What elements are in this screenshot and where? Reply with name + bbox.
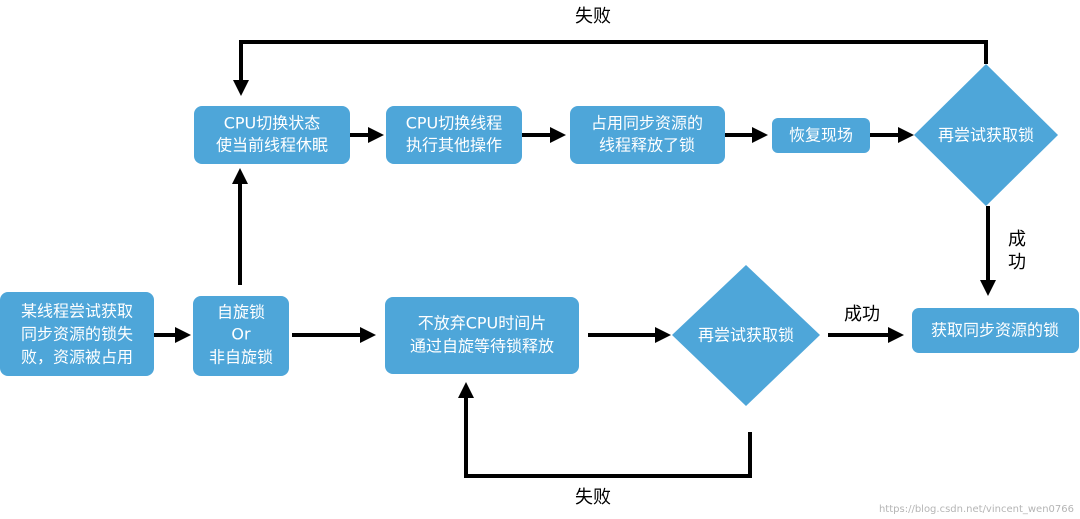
node-spin-wait-line-1: 不放弃CPU时间片 <box>418 314 547 333</box>
node-acquired: 获取同步资源的锁 <box>912 308 1079 353</box>
node-cpu-sleep-line-1: CPU切换状态 <box>224 114 321 133</box>
node-lock-type-line-3: 非自旋锁 <box>209 348 273 367</box>
connectors <box>154 40 996 478</box>
node-spin-wait-line-2: 通过自旋等待锁释放 <box>410 337 554 356</box>
label-success-bottom: 成功 <box>844 304 880 325</box>
node-retry-top: 再尝试获取锁 <box>914 64 1058 206</box>
node-spin-wait: 不放弃CPU时间片 通过自旋等待锁释放 <box>385 297 579 374</box>
node-acquired-line-1: 获取同步资源的锁 <box>931 321 1059 340</box>
node-lock-type-line-1: 自旋锁 <box>217 303 265 322</box>
node-lock-type-line-2: Or <box>231 325 251 344</box>
arrow-retry-bottom-fail-loop <box>458 382 752 478</box>
node-start-line-3: 败，资源被占用 <box>21 348 133 367</box>
node-restore-line-1: 恢复现场 <box>789 126 853 145</box>
node-release: 占用同步资源的 线程释放了锁 <box>570 106 725 164</box>
label-success-top-1: 成 <box>1008 229 1026 250</box>
node-cpu-sleep-line-2: 使当前线程休眠 <box>216 136 328 155</box>
node-release-line-1: 占用同步资源的 <box>591 114 703 133</box>
node-cpu-switch-line-2: 执行其他操作 <box>406 136 502 155</box>
label-fail-bottom: 失败 <box>575 487 611 508</box>
watermark: https://blog.csdn.net/vincent_wen0766 <box>878 504 1074 515</box>
label-success-top-2: 功 <box>1008 252 1026 273</box>
node-cpu-sleep: CPU切换状态 使当前线程休眠 <box>194 106 350 164</box>
node-start: 某线程尝试获取 同步资源的锁失 败，资源被占用 <box>0 292 154 376</box>
node-retry-top-line-1: 再尝试获取锁 <box>938 126 1034 145</box>
label-fail-top: 失败 <box>575 6 611 27</box>
node-cpu-switch: CPU切换线程 执行其他操作 <box>386 106 522 164</box>
node-start-line-2: 同步资源的锁失 <box>21 325 133 344</box>
node-retry-bottom-line-1: 再尝试获取锁 <box>698 326 794 345</box>
node-restore: 恢复现场 <box>772 118 870 153</box>
arrow-retry-top-fail-loop <box>233 40 988 96</box>
node-lock-type: 自旋锁 Or 非自旋锁 <box>193 296 289 376</box>
node-start-line-1: 某线程尝试获取 <box>21 302 133 321</box>
node-cpu-switch-line-1: CPU切换线程 <box>406 114 503 133</box>
node-release-line-2: 线程释放了锁 <box>599 136 695 155</box>
node-retry-bottom: 再尝试获取锁 <box>672 265 820 406</box>
